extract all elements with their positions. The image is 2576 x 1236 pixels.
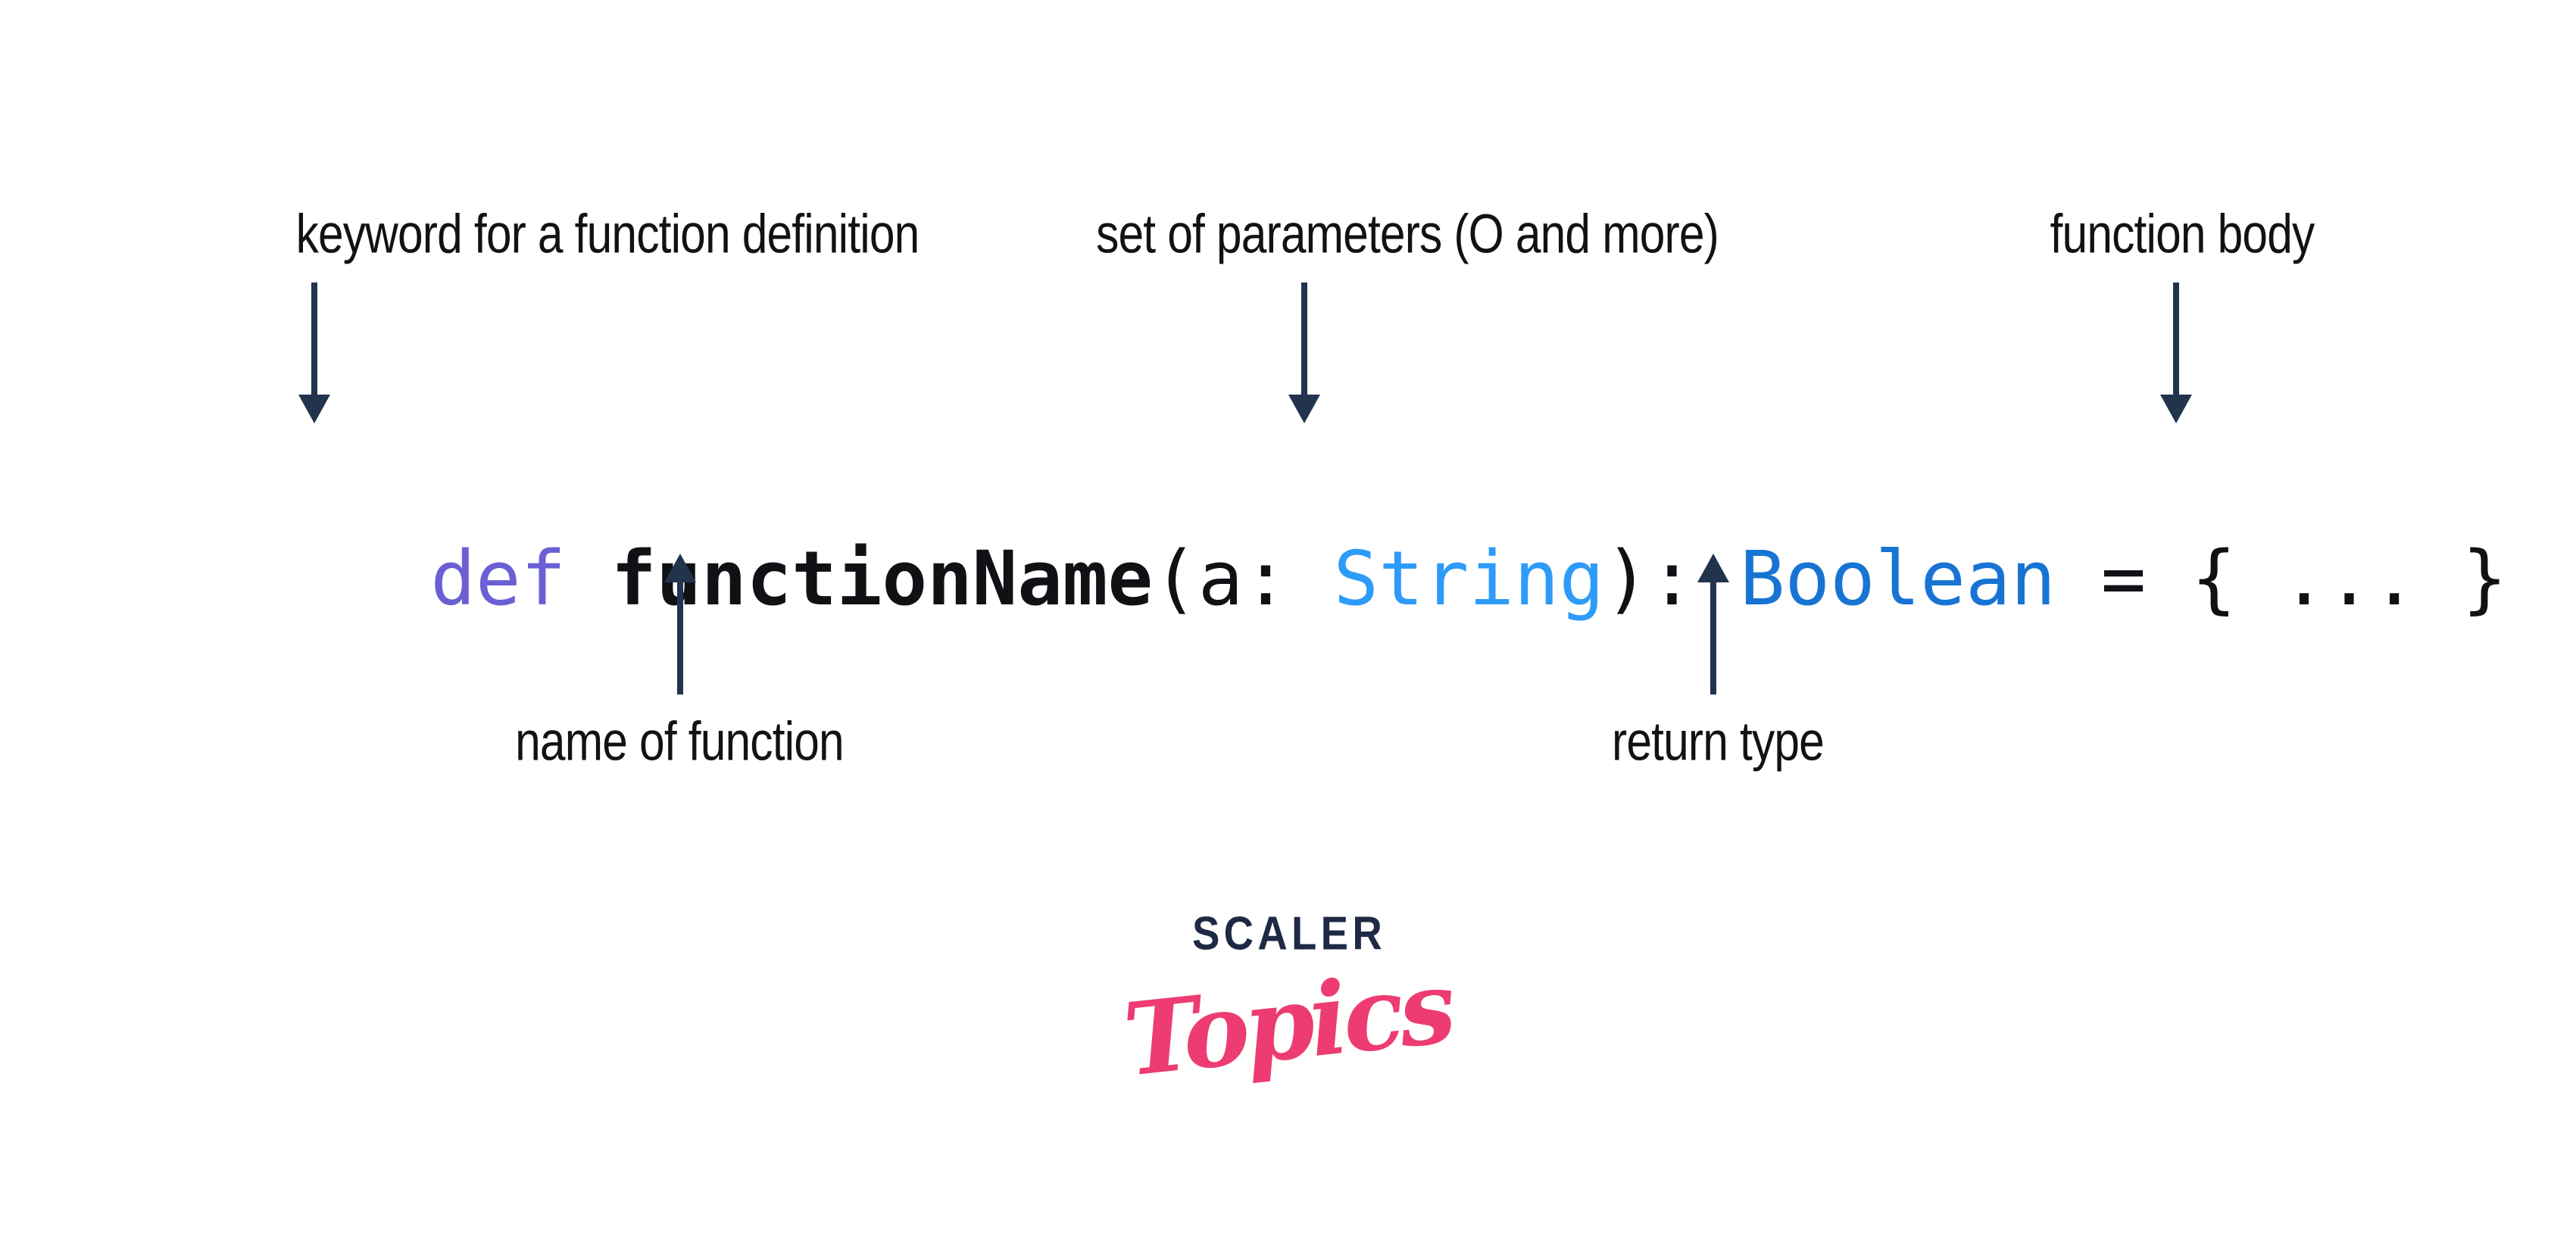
callout-label-function-body: function body bbox=[2050, 204, 2315, 265]
code-token-body-braces: = { ... } bbox=[2056, 535, 2508, 623]
callout-label-parameters: set of parameters (O and more) bbox=[1096, 204, 1719, 265]
callout-label-return-type: return type bbox=[1612, 711, 1825, 772]
callout-label-keyword: keyword for a function definition bbox=[295, 204, 920, 265]
up-arrow-return-type-icon bbox=[1697, 554, 1730, 694]
code-token-close-paren-colon: ): bbox=[1604, 535, 1740, 623]
code-token-function-name: functionName bbox=[610, 535, 1154, 623]
down-arrow-parameters-icon bbox=[1288, 282, 1321, 423]
up-arrow-function-name-icon bbox=[664, 554, 697, 694]
logo-secondary-text: Topics bbox=[1118, 948, 1457, 1100]
code-token-boolean-type: Boolean bbox=[1739, 535, 2056, 623]
code-line: def functionName(a: String): Boolean = {… bbox=[250, 432, 2507, 727]
code-token-open-paren-param: (a: bbox=[1153, 535, 1334, 623]
logo-primary-text: SCALER bbox=[1192, 907, 1386, 960]
code-token-string-type: String bbox=[1333, 535, 1605, 623]
code-token-def-keyword: def bbox=[430, 535, 611, 623]
callout-label-function-name: name of function bbox=[515, 711, 845, 772]
down-arrow-function-body-icon bbox=[2159, 282, 2193, 423]
down-arrow-keyword-icon bbox=[298, 282, 331, 423]
